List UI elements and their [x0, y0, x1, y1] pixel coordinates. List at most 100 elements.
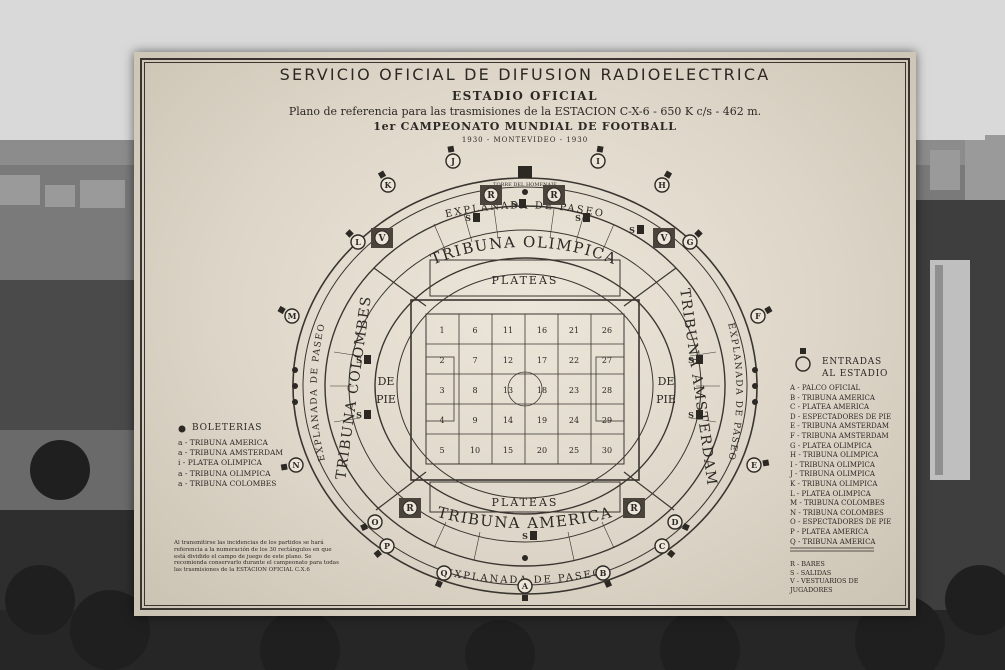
gate-letter: G: [687, 237, 694, 247]
gate-j: J: [445, 145, 461, 169]
gate-l: L: [345, 229, 366, 250]
field-number: 22: [569, 356, 579, 365]
gate-letter: O: [372, 517, 379, 527]
list-item: D - ESPECTADORES DE PIE: [790, 412, 892, 421]
block-line: [689, 351, 717, 357]
venue-title: ESTADIO OFICIAL: [451, 89, 599, 103]
gate-letter: I: [596, 156, 600, 166]
gate-letter: N: [292, 460, 299, 470]
field-number: 14: [503, 416, 513, 425]
field-number: 21: [569, 326, 579, 335]
boleterias-icon: [178, 425, 186, 433]
tower-marker: [518, 166, 532, 178]
gate-letter: Q: [441, 568, 448, 578]
field-number: 13: [503, 386, 513, 395]
list-item: G - PLATEA OLIMPICA: [790, 441, 872, 450]
field-number: 12: [503, 356, 513, 365]
gate-p: P: [373, 538, 395, 558]
block-line: [601, 223, 615, 253]
list-item: C - PLATEA AMERICA: [790, 403, 870, 412]
gate-letter: F: [755, 311, 761, 321]
field-number: 2: [439, 356, 444, 365]
gate-o: O: [360, 514, 383, 532]
booth-dot: [522, 555, 528, 561]
plateas-bottom-label: PLATEAS: [492, 496, 559, 509]
field-number: 24: [569, 416, 579, 425]
gate-q: Q: [434, 565, 452, 588]
exit-marker: S: [629, 225, 644, 235]
exit-marker: S: [522, 531, 537, 541]
list-item: S - SALIDAS: [790, 568, 832, 577]
terrace-ring: [374, 257, 676, 515]
de-pie-left-1: DE: [378, 375, 395, 388]
booth-dot: [752, 399, 758, 405]
exit-marker: S: [511, 199, 526, 209]
locker-marker: V: [371, 228, 393, 248]
field-number: 8: [472, 386, 477, 395]
gate-n: N: [280, 457, 304, 473]
field-number: 3: [439, 386, 444, 395]
gate-m: M: [277, 305, 300, 324]
field-number: 6: [472, 326, 477, 335]
entradas-icon: [795, 348, 811, 372]
exit-marker-label: S: [522, 531, 528, 541]
boleterias-list: a - TRIBUNA AMERICA a - TRIBUNA AMSTERDA…: [178, 438, 283, 489]
exit-marker: S: [575, 213, 590, 223]
championship-title: 1er CAMPEONATO MUNDIAL DE FOOTBALL: [373, 120, 677, 133]
gate-letter: C: [659, 541, 665, 551]
field-number: 5: [439, 446, 444, 455]
list-item: J - TRIBUNA OLIMPICA: [790, 470, 875, 479]
exit-marker-label: S: [575, 213, 581, 223]
separator-se: [623, 471, 675, 511]
gate-b: B: [595, 565, 613, 588]
list-item: E - TRIBUNA AMSTERDAM: [790, 422, 889, 431]
plateas-top-label: PLATEAS: [492, 274, 559, 287]
entradas-subtitle: AL ESTADIO: [822, 369, 889, 379]
bar-marker: R: [480, 185, 502, 205]
exit-marker-label: S: [356, 355, 362, 365]
gate-g: G: [682, 229, 703, 250]
block-line: [601, 521, 615, 549]
exit-marker-label: S: [688, 355, 694, 365]
exit-marker-label: S: [688, 410, 694, 420]
tribuna-colombes-label: TRIBUNA COLOMBES: [333, 294, 375, 480]
block-line: [689, 417, 717, 423]
entradas-list: A - PALCO OFICIAL B - TRIBUNA AMERICA C …: [790, 384, 891, 547]
list-item: L - PLATEA OLIMPICA: [790, 489, 871, 498]
list-item: M - TRIBUNA COLOMBES: [790, 499, 885, 508]
stadium-plan-document: SERVICIO OFICIAL DE DIFUSION RADIOELECTR…: [134, 52, 916, 616]
gate-letter: K: [385, 180, 393, 190]
plateas-top-box: [429, 259, 621, 297]
tribuna-olimpica-label: TRIBUNA OLIMPICA: [428, 233, 620, 268]
field-number: 7: [472, 356, 477, 365]
block-line: [567, 531, 575, 561]
exit-marker-label: S: [511, 199, 517, 209]
list-item: R - BARES: [790, 560, 825, 568]
field-number: 17: [537, 356, 547, 365]
booth-dot: [522, 189, 528, 195]
bar-marker: R: [623, 498, 645, 518]
gate-h: H: [654, 170, 673, 193]
booth-dot: [292, 367, 298, 373]
block-line: [463, 213, 473, 243]
exit-marker: S: [465, 213, 480, 223]
list-item: B - TRIBUNA AMERICA: [790, 393, 875, 402]
exit-marker: S: [688, 410, 703, 420]
locker-marker-label: V: [660, 234, 669, 244]
field-number: 16: [537, 326, 547, 335]
tower-label: TORRE DEL HOMENAJE: [493, 182, 557, 188]
list-item: a - TRIBUNA OLIMPICA: [178, 468, 271, 478]
gate-letter: J: [450, 156, 455, 166]
list-item: a - TRIBUNA AMERICA: [178, 438, 268, 447]
block-line: [473, 531, 481, 561]
field-number: 4: [439, 416, 444, 425]
field-number: 11: [503, 326, 513, 335]
exit-marker: S: [356, 355, 371, 365]
gate-letter: L: [355, 237, 361, 247]
services-list: R - BARES S - SALIDAS V - VESTUARIOS DE …: [790, 560, 900, 594]
exit-marker-label: S: [465, 213, 471, 223]
gate-f: F: [750, 305, 773, 324]
list-item: O - ESPECTADORES DE PIE: [790, 518, 892, 527]
